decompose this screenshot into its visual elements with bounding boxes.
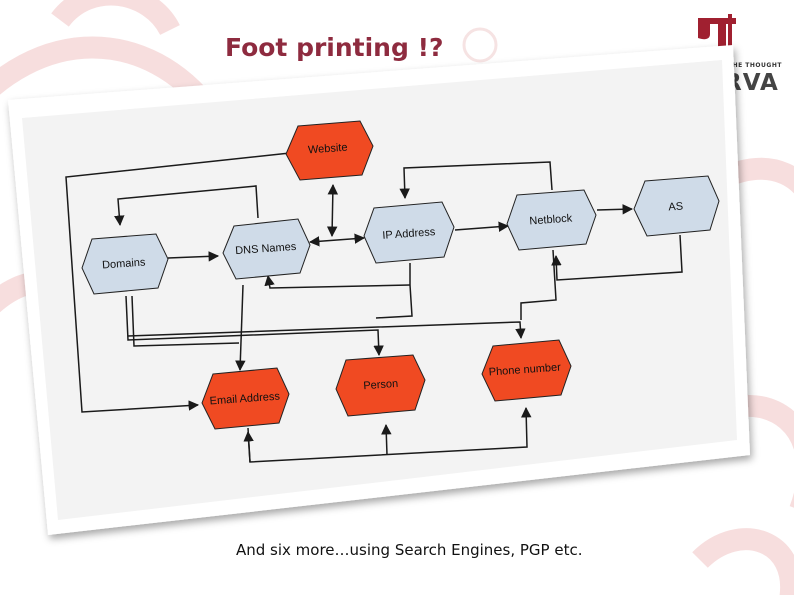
node-phone-number: Phone number [481,339,572,402]
node-ip-address: IP Address [363,201,455,264]
arrow-to-phone [127,321,526,340]
svg-text:Phone number: Phone number [488,361,561,378]
arrow-domains-to-person-phone [125,295,384,357]
arrow-netblock-to-as [596,204,634,215]
arrow-netblock-to-ip [399,161,553,200]
connector-lines [65,152,683,463]
svg-text:Email Address: Email Address [209,391,280,408]
node-email-address: Email Address [201,367,290,430]
arrow-domains-to-dns [167,251,220,262]
svg-text:IP Address: IP Address [382,226,436,242]
arrow-to-person-bottom [381,423,392,456]
company-logo [698,14,736,58]
arrow-ip-to-netblock [454,221,510,232]
svg-text:Person: Person [363,378,399,392]
node-netblock: Netblock [506,189,597,251]
svg-text:AS: AS [668,201,683,214]
arrow-dns-to-email [235,284,246,372]
arrow-dns-ip [308,233,366,247]
arrow-ip-to-person [375,284,413,319]
logo-mark-icon [698,18,736,54]
arrow-to-email-bottom [243,430,254,463]
node-dns-names: DNS Names [222,218,311,280]
arrow-netblock-to-phone [520,249,557,320]
node-website: Website [285,120,374,181]
logo-tagline: THE THOUGHT [728,62,782,69]
arrow-dns-website [326,183,339,238]
node-as: AS [633,175,720,237]
arrow-as-to-netblock [551,234,683,281]
line-domains-to-email [131,295,240,347]
arrow-dns-to-domains [114,185,259,227]
svg-text:Website: Website [308,142,348,157]
arrow-ip-to-dns [264,274,411,289]
diagram-background [22,60,737,520]
arrow-website-to-email [65,152,291,413]
slide-title: Foot printing !? [225,33,444,62]
svg-text:DNS Names: DNS Names [235,241,297,257]
svg-text:Domains: Domains [102,256,147,271]
node-person: Person [335,354,426,417]
node-domains: Domains [81,233,169,295]
svg-text:Netblock: Netblock [529,212,573,227]
slide-caption: And six more…using Search Engines, PGP e… [236,541,583,559]
